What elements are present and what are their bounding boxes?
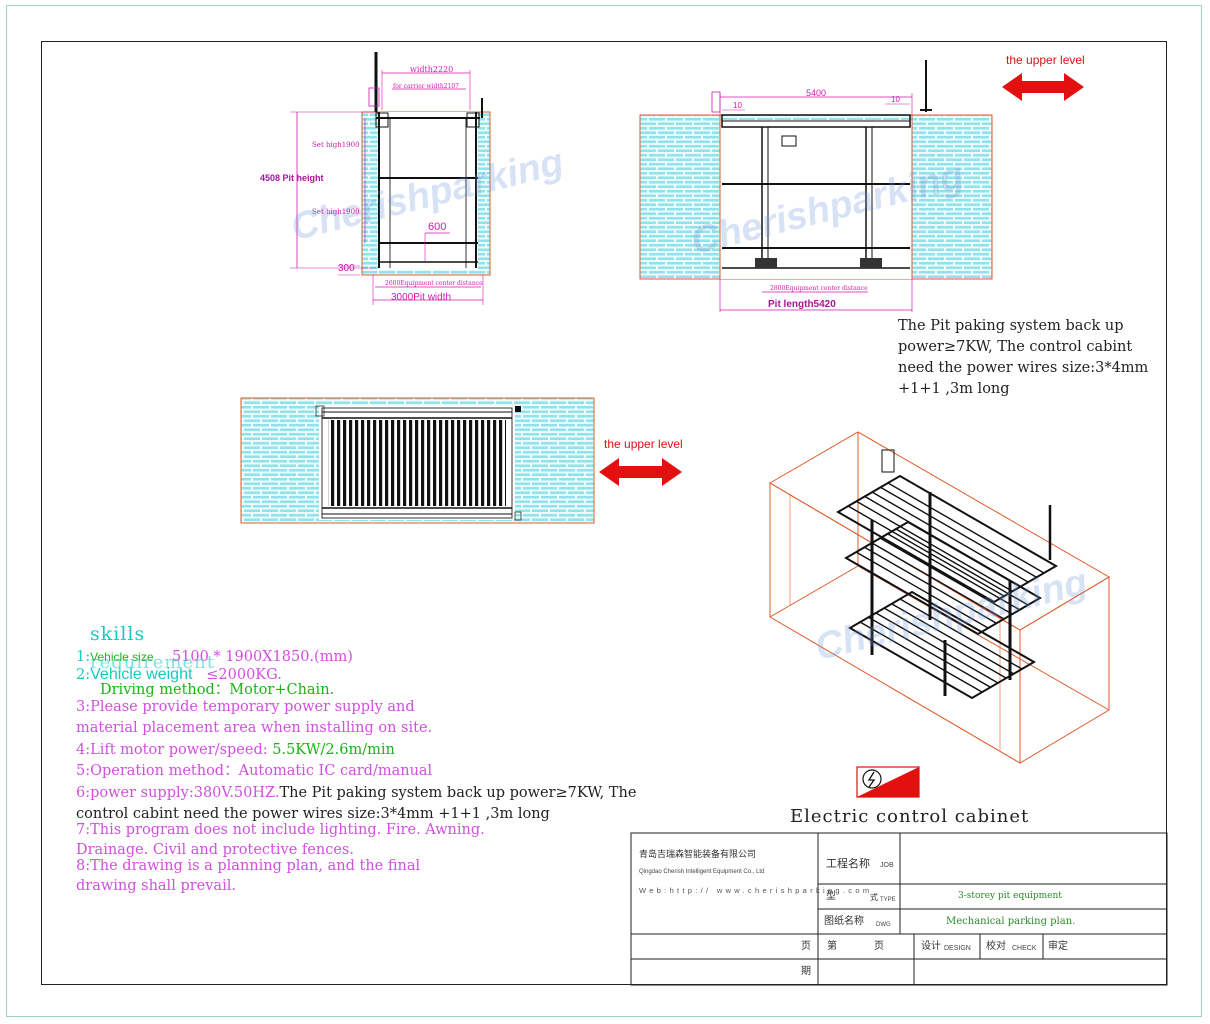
type-label-cn-1: 型 <box>826 891 836 902</box>
note-line-2b: Driving method：Motor+Chain. <box>100 682 335 698</box>
note-line-6: 6:power supply:380V.50HZ.The Pit paking … <box>76 785 637 801</box>
pit-width-dimension: 3000Pit width <box>391 292 452 303</box>
check-label-cn: 校对 <box>986 941 1006 952</box>
note-line-3b: material placement area when installing … <box>76 720 433 736</box>
type-label-en: TYPE <box>880 897 896 903</box>
type-label-cn-2: 式 <box>870 893 878 902</box>
carrier-width-dimension: for carrier width2107 <box>393 83 459 90</box>
set-high-dimension-1: Set high1900 <box>312 141 360 149</box>
upper-level-label-1: the upper level <box>1006 53 1085 67</box>
upper-level-arrow-1 <box>1002 73 1084 101</box>
issue-label: 期 <box>801 966 811 977</box>
website: Web:http:// www.cherishparking.com <box>639 886 873 895</box>
note-line-7a: 7:This program does not include lighting… <box>76 822 485 838</box>
pit-height-dimension: 4508 Pit height <box>260 173 324 183</box>
upper-level-arrow-2 <box>599 458 682 486</box>
design-label-en: DESIGN <box>944 945 971 952</box>
note-line-1: 1:Vehicle size 5100 * 1900X1850.(mm) <box>76 649 353 665</box>
job-label-cn: 工程名称 <box>826 857 870 870</box>
set-high-dimension-2: Set high1900 <box>312 208 360 216</box>
page-label: 页 <box>801 941 811 952</box>
title-block-grid <box>630 832 1168 986</box>
electric-cabinet-icon <box>856 766 920 798</box>
note-line-2: 2:Vehicle weight ≤2000KG. <box>76 666 282 683</box>
dimension-300: 300 <box>338 263 355 274</box>
back-up-power-note: The Pit paking system back up power≥7KW,… <box>898 318 1149 397</box>
note-line-4: 4:Lift motor power/speed: 5.5KW/2.6m/min <box>76 742 395 758</box>
dimension-10-right: 10 <box>891 95 900 104</box>
note-line-3a: 3:Please provide temporary power supply … <box>76 699 415 715</box>
outer-border <box>6 5 1202 1017</box>
design-label-cn: 设计 <box>921 941 941 952</box>
drawing-frame <box>41 41 1167 985</box>
electric-cabinet-label: Electric control cabinet <box>790 806 1030 827</box>
equipment-center-dimension: 2600Equipment center distance <box>385 280 483 287</box>
sheet-number-label: 第 <box>827 941 837 952</box>
note-line-7b: Drainage. Civil and protective fences. <box>76 842 354 858</box>
sheet-page-label: 页 <box>874 941 884 952</box>
note-line-6b: control cabint need the power wires size… <box>76 806 550 822</box>
check-label-en: CHECK <box>1012 945 1037 952</box>
dwg-value: Mechanical parking plan. <box>946 916 1076 927</box>
isometric-frame <box>836 449 1058 700</box>
pit-length-dimension: Pit length5420 <box>768 299 836 310</box>
width-dimension: width2220 <box>410 65 454 74</box>
dwg-label-en: DWG <box>876 922 891 928</box>
plan-view <box>240 397 595 524</box>
approve-label-cn: 审定 <box>1048 941 1068 952</box>
company-name-cn: 青岛吉瑞森智能装备有限公司 <box>639 850 757 860</box>
dimension-5400: 5400 <box>806 88 827 98</box>
upper-level-label-2: the upper level <box>604 437 683 451</box>
section-view <box>290 52 491 305</box>
company-name-en: Qingdao Cherish Intelligent Equipment Co… <box>639 869 765 875</box>
note-line-8b: drawing shall prevail. <box>76 878 236 894</box>
dimension-10-left: 10 <box>733 101 742 110</box>
side-view <box>639 60 993 312</box>
requirement-overlay: requirement <box>90 652 215 673</box>
note-line-5: 5:Operation method：Automatic IC card/man… <box>76 763 433 779</box>
note-line-8a: 8:The drawing is a planning plan, and th… <box>76 858 421 874</box>
equipment-center-dimension-side: 2800Equipment center distance <box>770 285 868 292</box>
dimension-600: 600 <box>428 221 447 233</box>
dwg-label-cn: 图纸名称 <box>824 916 864 927</box>
type-value: 3-storey pit equipment <box>958 891 1062 901</box>
job-label-en: JOB <box>880 862 894 869</box>
isometric-slats <box>847 482 1045 693</box>
skills-title: skills <box>90 623 146 645</box>
